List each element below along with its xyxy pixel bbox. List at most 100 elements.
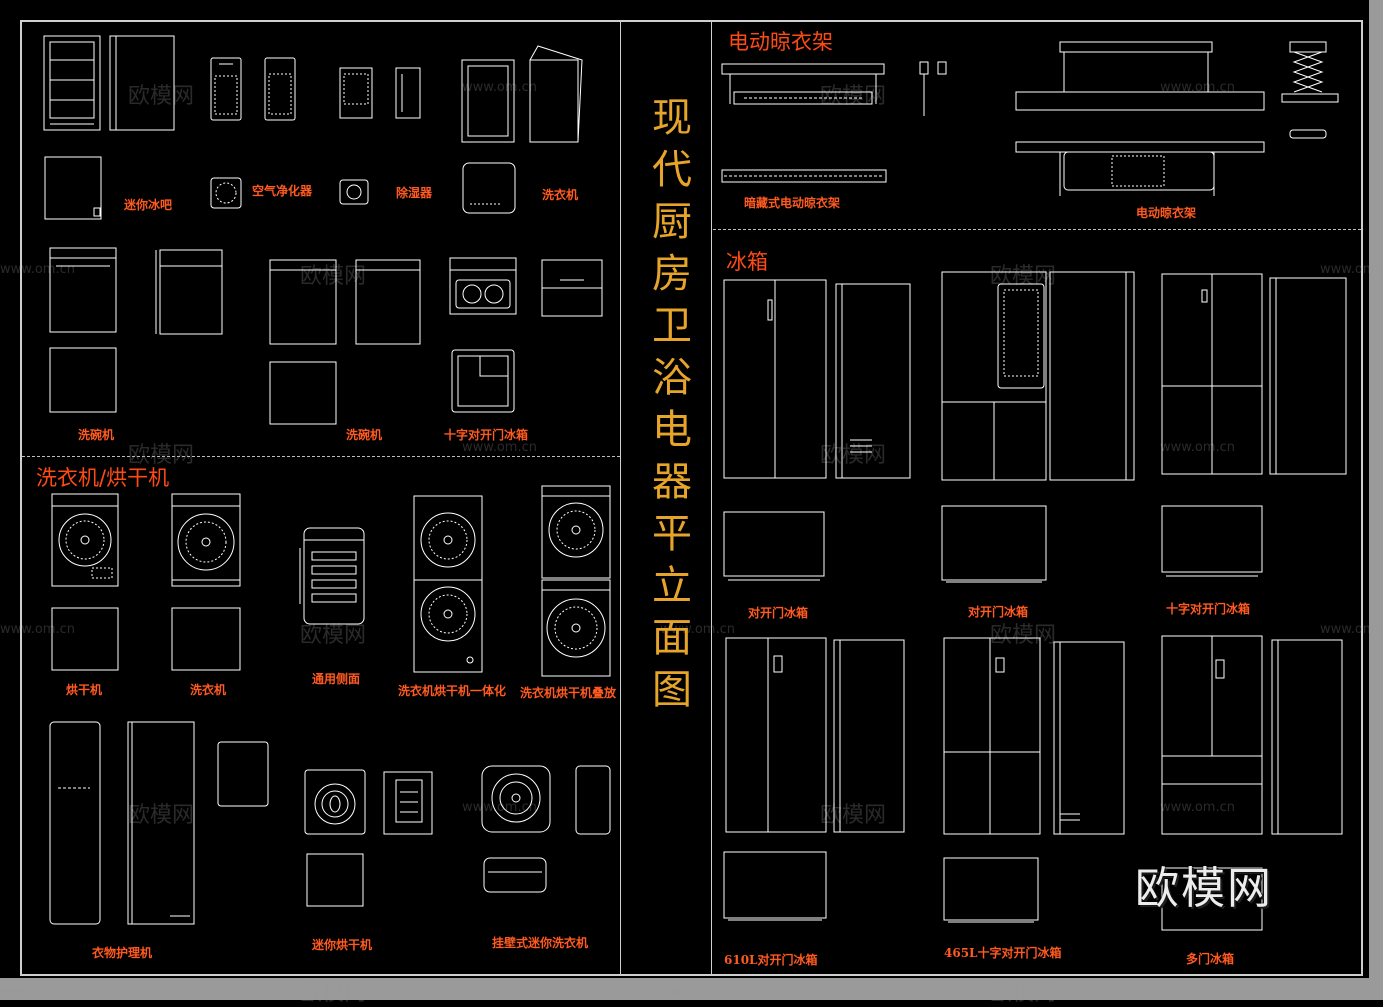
dryer-front: [52, 494, 118, 586]
dishwasher-side-2: [356, 260, 420, 344]
label-cross-door: 十字对开门冰箱: [1166, 602, 1251, 616]
washer-tall-front: [462, 60, 514, 142]
label-dishwasher-1: 洗碗机: [78, 428, 115, 442]
label-mini-dryer: 迷你烘干机: [312, 938, 373, 952]
watermark-url: www.om.cn: [1160, 80, 1235, 95]
watermark: 欧模网: [128, 84, 195, 109]
label-washer-top: 洗衣机: [542, 188, 579, 202]
clothes-care-front: [50, 722, 100, 924]
drawer-appliance: [542, 260, 602, 316]
label-fridge-610: 610L对开门冰箱: [724, 953, 818, 967]
mini-dryer-front: [305, 770, 365, 834]
watermark-url: www.om.cn: [1320, 262, 1383, 277]
dishwasher-top-1: [50, 348, 116, 412]
label-washer-dryer-stack: 洗衣机烘干机叠放: [520, 686, 617, 700]
mini-dryer-top: [307, 854, 363, 906]
dishwasher-front-1: [50, 248, 116, 332]
watermark: 欧模网: [820, 84, 887, 109]
watermark-url: www.om.cn: [1320, 622, 1383, 637]
dishwasher-top-2: [270, 362, 336, 424]
washer-tall-side: [530, 46, 582, 142]
divider-left: [620, 20, 621, 976]
label-fridge-465: 465L十字对开门冰箱: [944, 946, 1062, 960]
electric-rack-front: [1016, 42, 1264, 110]
divider-right: [711, 20, 712, 976]
label-dishwasher-2: 洗碗机: [346, 428, 383, 442]
electric-rack-scissor: [1282, 42, 1338, 138]
fridge-cross-side-top: [1270, 278, 1346, 474]
label-clothes-care: 衣物护理机: [92, 946, 153, 960]
watermark: 欧模网: [300, 623, 367, 648]
watermark-url: www.om.cn: [660, 622, 735, 637]
watermark: 欧模网: [990, 264, 1057, 289]
generic-side-view: [300, 528, 364, 624]
fridge-double-front-1: [724, 280, 826, 478]
label-side-view: 通用侧面: [312, 672, 361, 686]
label-mini-freezer: 迷你冰吧: [124, 198, 173, 212]
dryer-top-view: [52, 608, 118, 670]
label-hidden-rack: 暗藏式电动晾衣架: [744, 196, 841, 210]
section-title-washer-dryer: 洗衣机/烘干机: [36, 466, 170, 490]
washer-front: [172, 494, 240, 586]
oven-front: [450, 258, 516, 314]
watermark-url: www.om.cn: [1160, 440, 1235, 455]
dishwasher-front-2: [270, 260, 336, 344]
mini-dryer-side: [384, 772, 432, 834]
drawing-title: 现代厨房卫浴电器平立面图: [652, 95, 692, 713]
watermark-url: www.om.cn: [0, 622, 75, 637]
fridge-610-front: [726, 638, 826, 832]
watermark-url: www.om.cn: [660, 984, 735, 999]
washer-top-view: [463, 163, 515, 213]
fridge-610-top: [724, 852, 826, 920]
watermark: 欧模网: [990, 623, 1057, 648]
electric-rack-bottom: [1016, 142, 1264, 196]
fridge-cross-wine-front: [942, 272, 1046, 480]
brand-logo-text: 欧模网: [1135, 863, 1273, 914]
drying-rack-side: [920, 62, 946, 116]
label-double-door-1: 对开门冰箱: [748, 606, 809, 620]
washer-dryer-combo-drawing: [414, 496, 482, 672]
watermark: 欧模网: [128, 443, 195, 468]
clothes-care-side: [128, 722, 194, 924]
fridge-610-side: [834, 640, 904, 832]
fridge-465-top: [944, 858, 1038, 922]
dishwasher-side-1: [156, 250, 222, 334]
wine-cooler-side: [110, 36, 174, 130]
dehumidifier-top: [340, 180, 368, 204]
cross-fridge-top-view: [452, 350, 514, 412]
watermark: 欧模网: [300, 264, 367, 289]
label-dehumidifier: 除湿器: [396, 186, 433, 200]
fridge-465-front: [944, 638, 1040, 834]
fridge-multi-top: [1162, 868, 1262, 930]
label-cross-fridge-top: 十字对开门冰箱: [444, 428, 529, 442]
air-purifier-side: [265, 58, 295, 120]
dash-left: [22, 456, 620, 457]
label-air-purifier: 空气净化器: [252, 184, 313, 198]
wall-mini-washer-front: [482, 766, 550, 832]
fridge-multi-front: [1162, 636, 1262, 834]
label-wall-mini-washer: 挂壁式迷你洗衣机: [492, 936, 589, 950]
wall-mini-washer-top: [484, 858, 546, 892]
watermark-url: www.om.cn: [462, 440, 537, 455]
fridge-top-view-1: [724, 512, 824, 580]
label-washer-dryer-combo: 洗衣机烘干机一体化: [398, 684, 507, 698]
watermark-url: www.om.cn: [462, 800, 537, 815]
fridge-double-side-1: [836, 284, 910, 478]
dehumidifier-front: [340, 68, 372, 118]
air-purifier-front: [211, 58, 241, 120]
label-double-door-2: 对开门冰箱: [968, 605, 1029, 619]
clothes-care-top: [218, 742, 268, 806]
wine-cooler-front: [44, 36, 100, 130]
fridge-top-view-3: [1162, 506, 1262, 576]
air-purifier-top: [211, 178, 241, 208]
fridge-cross-front-top: [1162, 274, 1262, 474]
section-title-fridge: 冰箱: [726, 250, 768, 274]
drying-rack-front: [722, 64, 884, 104]
washer-top-view-2: [172, 608, 240, 670]
dehumidifier-side: [396, 68, 420, 118]
label-dryer: 烘干机: [66, 683, 103, 697]
watermark-url: www.om.cn: [1160, 800, 1235, 815]
